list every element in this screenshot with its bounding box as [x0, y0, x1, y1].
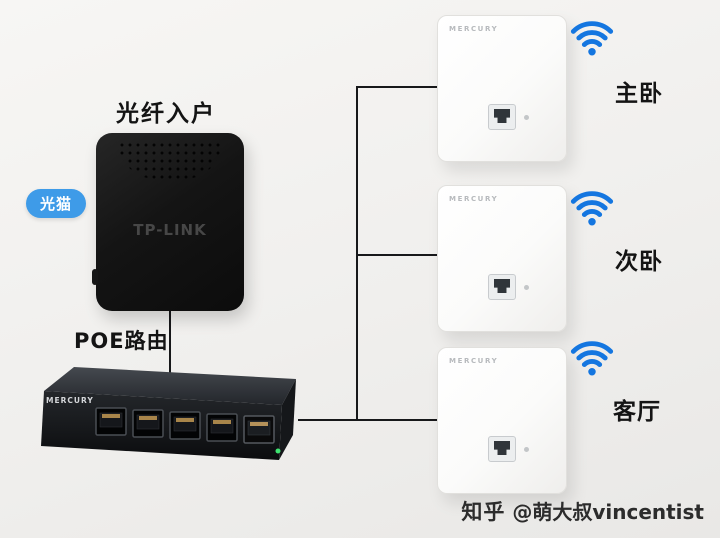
rj45-jack	[494, 441, 510, 455]
watermark-site: 知乎	[461, 500, 506, 524]
line-branch-ap3	[357, 419, 438, 421]
ethernet-port-icon	[488, 274, 516, 300]
power-led	[275, 448, 281, 454]
ethernet-port-icon	[206, 413, 238, 442]
switch-brand-logo: MERCURY	[46, 396, 94, 405]
line-branch-ap2	[357, 254, 438, 256]
ethernet-port-icon	[243, 415, 275, 444]
wall-ap-master-bedroom: MERCURY	[437, 15, 567, 162]
room-label-second-bedroom: 次卧	[615, 249, 663, 275]
switch-top-face	[44, 367, 296, 405]
poe-router-label: POE路由	[74, 329, 169, 353]
poe-switch-illustration: MERCURY	[41, 367, 296, 460]
wall-ap-second-bedroom: MERCURY	[437, 185, 567, 332]
rj45-jack	[494, 109, 510, 123]
vent-holes	[118, 141, 222, 179]
ap-led-dot	[524, 285, 529, 290]
wall-ap-living-room: MERCURY	[437, 347, 567, 494]
modem-brand-logo: TP-LINK	[133, 221, 207, 239]
switch-side-face	[279, 379, 296, 460]
ap-led-dot	[524, 115, 529, 120]
optical-modem-device: TP-LINK	[92, 133, 244, 311]
modem-side-button	[92, 269, 98, 285]
ap-brand-logo: MERCURY	[449, 195, 499, 203]
room-label-living-room: 客厅	[613, 399, 661, 425]
line-modem-to-router	[169, 310, 171, 378]
ethernet-port-icon	[488, 104, 516, 130]
ethernet-port-icon	[95, 407, 127, 436]
wifi-icon	[570, 21, 614, 56]
poe-switch-device: MERCURY	[32, 363, 302, 475]
wifi-icon	[570, 341, 614, 376]
watermark: 知乎 @萌大叔vincentist	[461, 496, 704, 526]
line-trunk-vertical	[356, 86, 358, 421]
ap-brand-logo: MERCURY	[449, 357, 499, 365]
fiber-entry-label: 光纤入户	[116, 101, 216, 127]
ethernet-port-icon	[488, 436, 516, 462]
ethernet-ports	[95, 407, 275, 444]
ap-led-dot	[524, 447, 529, 452]
ap-brand-logo: MERCURY	[449, 25, 499, 33]
wifi-icon	[570, 191, 614, 226]
modem-badge: 光猫	[26, 189, 87, 218]
room-label-master-bedroom: 主卧	[615, 81, 663, 107]
line-branch-ap1	[357, 86, 438, 88]
ethernet-port-icon	[169, 411, 201, 440]
rj45-jack	[494, 279, 510, 293]
line-router-to-trunk	[298, 419, 357, 421]
watermark-author: @萌大叔vincentist	[512, 500, 704, 524]
ethernet-port-icon	[132, 409, 164, 438]
